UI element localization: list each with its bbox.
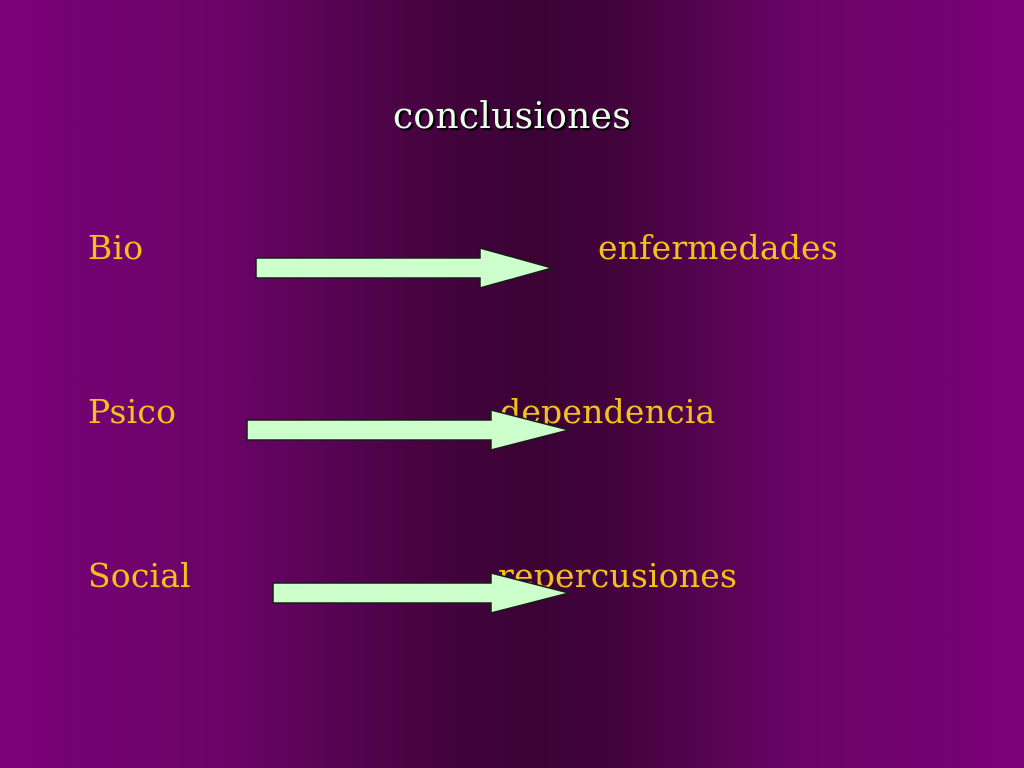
term-bio: Bio — [88, 228, 144, 267]
term-social: Social — [88, 556, 191, 595]
term-enfermedades: enfermedades — [598, 228, 838, 267]
slide-title: conclusiones — [392, 96, 632, 137]
term-psico: Psico — [88, 392, 177, 431]
arrow-right-icon — [272, 572, 570, 614]
arrow-right-icon — [246, 409, 570, 451]
arrow-right-icon — [255, 247, 555, 289]
